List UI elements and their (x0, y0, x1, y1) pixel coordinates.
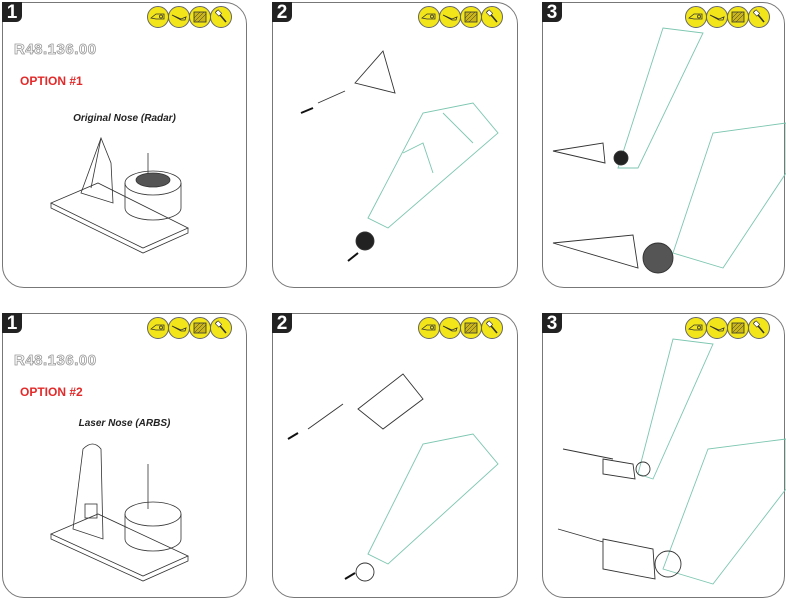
fuselage-assembly-illustration (287, 373, 499, 582)
part-code: R48.136.00 (14, 352, 97, 370)
option-label: OPTION #1 (20, 74, 83, 88)
step-panel-option2-1: 1 R48.136.00 OPTION #2 Laser Nose (ARBS) (2, 313, 247, 598)
tool-icons (685, 317, 770, 339)
nose-attach-illustration (552, 27, 786, 274)
glue-brush-icon (481, 6, 503, 28)
hobby-knife-icon (685, 6, 707, 28)
tool-icons (147, 317, 232, 339)
step-panel-option2-3: 3 (542, 313, 786, 598)
blade-icon (439, 6, 461, 28)
sanding-file-icon (727, 6, 749, 28)
hobby-knife-icon (147, 317, 169, 339)
tool-icons (418, 317, 503, 339)
glue-brush-icon (210, 317, 232, 339)
blade-icon (168, 317, 190, 339)
sanding-file-icon (460, 6, 482, 28)
hobby-knife-icon (685, 317, 707, 339)
tool-icons (685, 6, 770, 28)
laser-nose-parts-illustration (50, 443, 189, 582)
radar-nose-parts-illustration (50, 136, 189, 254)
tool-icons (147, 6, 232, 28)
blade-icon (168, 6, 190, 28)
step-number: 2 (272, 313, 292, 334)
sanding-file-icon (189, 6, 211, 28)
step-number: 1 (2, 2, 22, 23)
glue-brush-icon (748, 317, 770, 339)
glue-brush-icon (748, 6, 770, 28)
part-code: R48.136.00 (14, 41, 97, 59)
sanding-file-icon (460, 317, 482, 339)
sanding-file-icon (189, 317, 211, 339)
blade-icon (706, 317, 728, 339)
glue-brush-icon (481, 317, 503, 339)
step-number: 1 (2, 313, 22, 334)
hobby-knife-icon (418, 317, 440, 339)
option-label: OPTION #2 (20, 385, 83, 399)
nose-title: Original Nose (Radar) (73, 113, 176, 124)
step-number: 3 (542, 313, 562, 334)
step-panel-option1-1: 1 R48.136.00 OPTION #1 Original Nose (Ra… (2, 2, 247, 288)
sanding-file-icon (727, 317, 749, 339)
step-number: 2 (272, 2, 292, 23)
step-panel-option2-2: 2 (272, 313, 518, 598)
hobby-knife-icon (147, 6, 169, 28)
nose-title: Laser Nose (ARBS) (78, 418, 171, 429)
blade-icon (439, 317, 461, 339)
blade-icon (706, 6, 728, 28)
step-panel-option1-2: 2 (272, 2, 518, 288)
tool-icons (418, 6, 503, 28)
glue-brush-icon (210, 6, 232, 28)
hobby-knife-icon (418, 6, 440, 28)
step-panel-option1-3: 3 (542, 2, 786, 288)
step-number: 3 (542, 2, 562, 23)
nose-attach-illustration (557, 338, 786, 585)
fuselage-assembly-illustration (300, 50, 499, 262)
